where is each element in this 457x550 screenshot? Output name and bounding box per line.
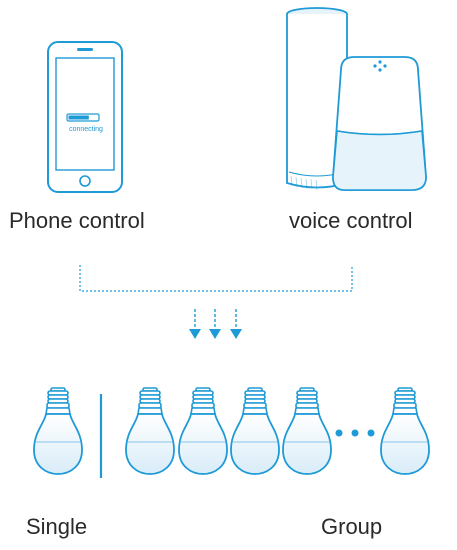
smartphone-icon: connecting [47, 41, 123, 193]
light-bulb-icon [178, 387, 228, 475]
single-bulb [33, 387, 83, 475]
smart-speaker-round-icon [332, 56, 427, 191]
ellipsis-icon [335, 429, 375, 437]
light-bulb-icon [125, 387, 175, 475]
light-bulb-icon [380, 387, 430, 475]
dashed-connector [79, 265, 353, 292]
phone-control-label: Phone control [9, 208, 145, 233]
connecting-status: connecting [69, 126, 103, 133]
group-bulbs [125, 387, 430, 475]
voice-control-label: voice control [289, 208, 413, 233]
light-bulb-icon [230, 387, 280, 475]
single-label: Single [26, 514, 88, 539]
connecting-progress-fill [68, 115, 89, 120]
group-label: Group [321, 514, 383, 539]
light-bulb-icon [282, 387, 332, 475]
smart-speaker-tall-icon [286, 7, 348, 191]
down-arrow-icon [189, 309, 242, 339]
